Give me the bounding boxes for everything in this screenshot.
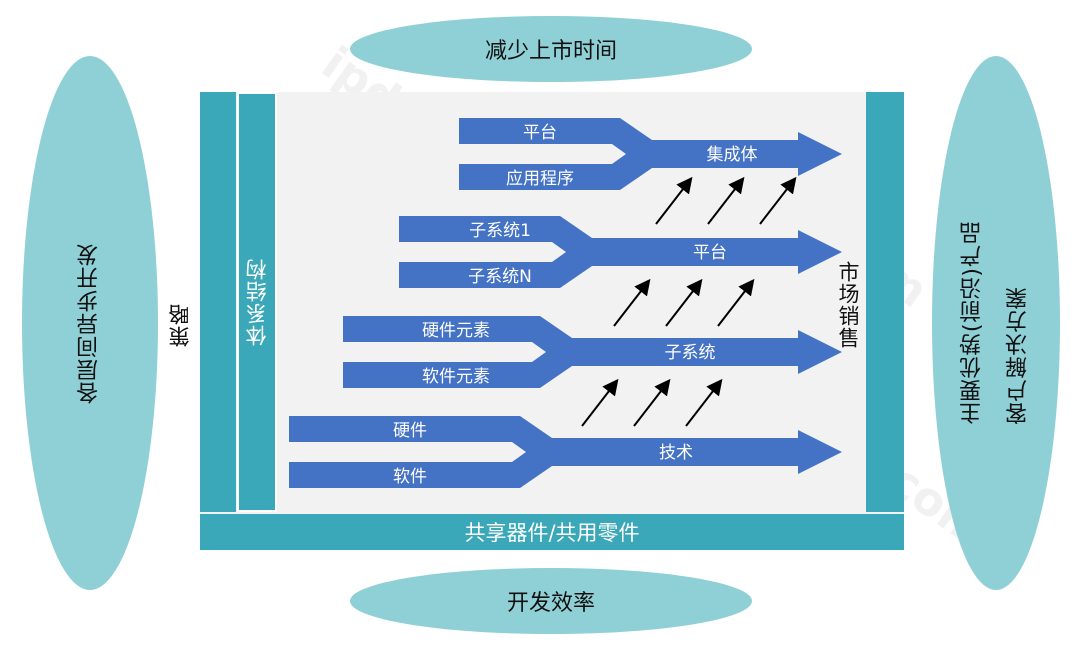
flow-3-input-2: 软件元素 (422, 367, 490, 387)
strategy-bar (200, 92, 236, 512)
flow-arrow (459, 118, 842, 190)
flow-4-input-2: 软件 (393, 467, 427, 487)
market-sales-bar (866, 92, 904, 512)
flow-3-input-1: 硬件元素 (422, 321, 490, 341)
flow-4-output: 技术 (659, 443, 693, 463)
left-ellipse: 各层间异步开发 (22, 56, 158, 590)
architecture-bar: 体系结构 (237, 92, 277, 512)
bottom-ellipse-label: 开发效率 (506, 591, 595, 616)
flow-1: 平台 应用程序 集成体 (459, 118, 842, 190)
bottom-ellipse: 开发效率 (350, 568, 752, 634)
market-sales-label-wrap: 市场销售 (828, 240, 868, 370)
connector-arrows (581, 176, 797, 427)
flow-arrow (399, 216, 842, 288)
flow-3: 硬件元素 软件元素 子系统 (343, 316, 842, 388)
top-ellipse-label: 减少上市时间 (484, 39, 617, 64)
connector-arrow (717, 278, 755, 327)
flow-2: 子系统1 子系统N 平台 (399, 216, 842, 288)
top-ellipse: 减少上市时间 (350, 16, 752, 82)
connector-arrow (685, 378, 723, 427)
flow-arrow (343, 316, 842, 388)
connector-arrow (581, 378, 619, 427)
right-ellipse: 主要优势(前沿)产品 客户解决方案 (932, 56, 1060, 590)
flow-1-input-1: 平台 (523, 123, 557, 143)
flow-arrow (289, 416, 842, 488)
connector-arrow (665, 278, 703, 327)
connector-arrow (613, 278, 651, 327)
flow-1-output: 集成体 (707, 145, 758, 165)
flow-4: 硬件 软件 技术 (289, 416, 842, 488)
connector-arrow (655, 176, 693, 225)
flow-1-input-2: 应用程序 (506, 169, 574, 189)
connector-arrow (759, 176, 797, 225)
flow-2-input-1: 子系统1 (469, 221, 531, 241)
flow-4-input-1: 硬件 (393, 421, 427, 441)
shared-parts-bar: 共享器件/共用零件 (200, 514, 904, 550)
connector-arrow (633, 378, 671, 427)
market-sales-label: 市场销售 (836, 261, 860, 349)
shared-parts-label: 共享器件/共用零件 (464, 521, 640, 545)
flow-2-output: 平台 (693, 243, 727, 263)
flow-2-input-2: 子系统N (468, 267, 532, 287)
flow-3-output: 子系统 (665, 343, 716, 363)
connector-arrow (707, 176, 745, 225)
